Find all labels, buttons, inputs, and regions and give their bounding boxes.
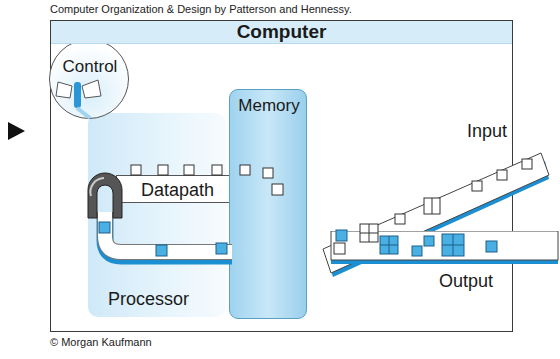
output-band: Output	[319, 231, 559, 295]
datapath-band-label: Datapath	[141, 180, 214, 201]
processor-region-label: Processor	[108, 289, 189, 310]
pointer-triangle	[8, 122, 25, 140]
computer-box-label: Computer	[51, 21, 512, 44]
processor-region: ProcessorControlDatapath	[88, 113, 226, 317]
input-band-label: Input	[467, 121, 507, 142]
processor-pipe	[88, 173, 232, 256]
control-lamp	[56, 80, 101, 118]
memory-box: Memory	[229, 89, 307, 319]
output-band-label: Output	[439, 271, 493, 292]
control-circle-label: Control	[50, 57, 130, 77]
control-circle: Control	[49, 39, 129, 119]
computer-box: ComputerProcessorControlDatapathMemoryIn…	[50, 20, 513, 332]
copyright-note: © Morgan Kaufmann	[50, 336, 152, 349]
source-caption: Computer Organization & Design by Patter…	[50, 3, 352, 16]
memory-box-label: Memory	[230, 96, 308, 116]
data-squares	[99, 159, 532, 256]
